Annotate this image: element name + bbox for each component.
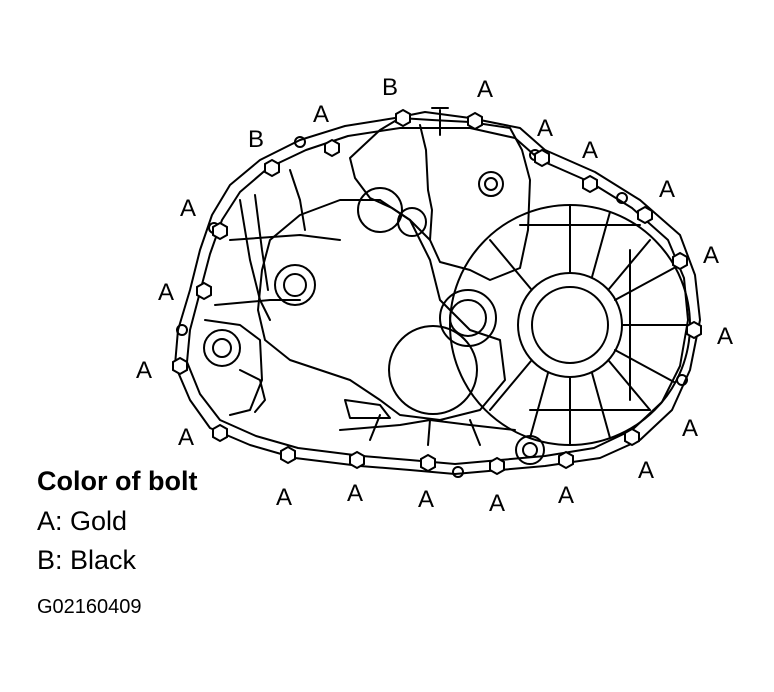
callout-label: A [717, 323, 733, 350]
callout-label: A [276, 484, 292, 511]
bolt-head [558, 450, 574, 470]
callout-label: A [158, 279, 174, 306]
callout-label: A [180, 195, 196, 222]
bolt-head [489, 456, 505, 476]
bolt-head [212, 423, 228, 443]
legend-item-black: B: Black [37, 545, 137, 575]
transaxle-case-drawing [174, 107, 701, 478]
bolt-head [624, 427, 640, 447]
figure-code: G02160409 [37, 596, 142, 618]
callout-label: A [638, 457, 654, 484]
bolt-head [534, 148, 550, 168]
bolt-head [686, 320, 702, 340]
callout-label: A [703, 242, 719, 269]
bolt-head [395, 108, 411, 128]
bolt-head [196, 281, 212, 301]
callout-label: A [136, 357, 152, 384]
bolt-head [637, 205, 653, 225]
bolt-head [420, 453, 436, 473]
callout-label: A [178, 424, 194, 451]
callout-label: A [682, 415, 698, 442]
bolt-head [467, 111, 483, 131]
bolt-head [212, 221, 228, 241]
bolt-markers [172, 108, 702, 476]
bolt-head [172, 356, 188, 376]
bolt-head [264, 158, 280, 178]
bolt-head [582, 174, 598, 194]
bolt-head [349, 450, 365, 470]
bolt-head [324, 138, 340, 158]
legend-item-gold: A: Gold [37, 506, 128, 536]
callout-label: A [558, 482, 574, 509]
callout-label: B [248, 126, 264, 153]
callout-label: A [418, 486, 434, 513]
callout-label: A [582, 137, 598, 164]
callout-label: A [347, 480, 363, 507]
callout-label: A [313, 101, 329, 128]
callout-label: A [477, 76, 493, 103]
callout-label: A [489, 490, 505, 517]
legend-title: Color of bolt [37, 466, 198, 496]
bolt-head [672, 251, 688, 271]
callout-label: B [382, 74, 398, 101]
bolt-head [280, 445, 296, 465]
callout-label: A [537, 115, 553, 142]
bolt-callouts: A B A B A A A A A A A A A A A A A A A A [136, 74, 733, 517]
callout-label: A [659, 176, 675, 203]
